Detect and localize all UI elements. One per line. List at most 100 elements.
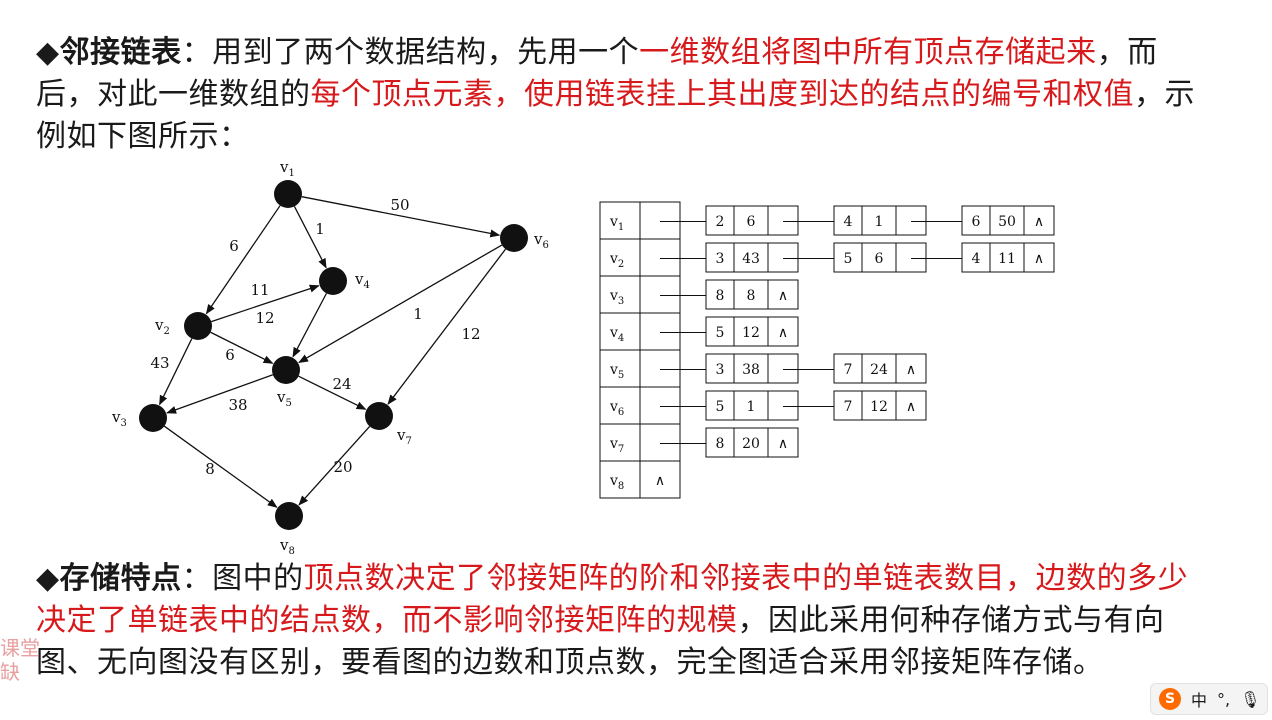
list-node-cell [1023, 242, 1055, 273]
vertex-label: v4 [354, 270, 370, 291]
head-vertex-cell [599, 312, 641, 351]
list-node-cell [767, 316, 799, 347]
node-weight: 43 [742, 251, 760, 267]
head-vertex-label: v4 [609, 325, 624, 344]
vertex-v3 [139, 404, 167, 432]
bullet: ◆ [36, 35, 60, 70]
list-node-cell [767, 390, 799, 421]
node-index: 3 [716, 362, 725, 378]
ime-toolbar[interactable]: S 中 °, 🎙 [1150, 683, 1268, 715]
head-vertex-label: v8 [609, 473, 624, 492]
vertex-v6 [500, 224, 528, 252]
vertex-v1 [274, 180, 302, 208]
node-index: 8 [716, 288, 725, 304]
edge-weight-label: 20 [333, 458, 352, 476]
node-weight: 8 [747, 288, 756, 304]
null-pointer: ∧ [778, 325, 788, 341]
edge-weight-label: 6 [229, 237, 239, 255]
node-index: 4 [844, 214, 853, 230]
node-weight: 1 [747, 399, 756, 415]
edge-v1-v2 [205, 205, 281, 315]
run: ，示例如下图所示： [36, 77, 1195, 154]
ime-logo-icon[interactable]: S [1159, 688, 1181, 710]
node-index: 5 [716, 325, 725, 341]
microphone-icon[interactable]: 🎙 [1240, 689, 1261, 709]
null-pointer: ∧ [1034, 251, 1044, 267]
vertex-v5 [272, 356, 300, 384]
run: ，因此采用何种存储方式与有向图、无向图没有区别，要看图的边数和顶点数，完全图适合… [36, 603, 1165, 680]
node-weight: 1 [875, 214, 884, 230]
edge-weight-label: 1 [315, 220, 325, 238]
bullet: ◆ [36, 561, 60, 596]
null-pointer: ∧ [906, 362, 916, 378]
edge-v5-v3 [166, 374, 274, 414]
vertex-v2 [184, 312, 212, 340]
run-highlight: 顶点数决定了邻接矩阵的阶和邻接表中的单链表数目，边数的多少决定了单链表中的结点数… [36, 561, 1189, 638]
term-adjacency-list: 邻接链表 [59, 35, 182, 70]
node-index: 5 [716, 399, 725, 415]
list-node-cell [767, 205, 799, 236]
head-pointer-cell [639, 349, 681, 388]
head-vertex-cell [599, 349, 641, 388]
head-vertex-cell [599, 201, 641, 240]
head-pointer-cell [639, 238, 681, 277]
head-pointer-cell [639, 201, 681, 240]
edge-v5-v7 [298, 375, 367, 410]
list-node-cell [767, 242, 799, 273]
edge-weight-label: 6 [225, 346, 235, 364]
edge-v6-v7 [387, 248, 507, 405]
edge-weight-label: 38 [228, 396, 247, 414]
vertex-v4 [319, 267, 347, 295]
node-weight: 50 [998, 214, 1016, 230]
vertex-v7 [365, 402, 393, 430]
node-weight: 12 [742, 325, 760, 341]
null-pointer: ∧ [778, 288, 788, 304]
edge-v1-v4 [293, 206, 327, 269]
storage-features-paragraph: ◆存储特点：图中的顶点数决定了邻接矩阵的阶和邻接表中的单链表数目，边数的多少决定… [36, 558, 1196, 684]
vertex-label: v2 [154, 316, 170, 337]
null-pointer: ∧ [1034, 214, 1044, 230]
node-weight: 20 [742, 436, 760, 452]
head-vertex-cell [599, 386, 641, 425]
head-vertex-label: v6 [609, 399, 624, 418]
node-index: 3 [716, 251, 725, 267]
edge-v2-v5 [210, 331, 274, 364]
list-node-cell [895, 390, 927, 421]
list-node-cell [895, 242, 927, 273]
vertex-label: v8 [279, 536, 295, 557]
adjacency-list-paragraph: ◆邻接链表：用到了两个数据结构，先用一个一维数组将图中所有顶点存储起来，而后，对… [36, 32, 1196, 158]
edge-weight-label: 43 [150, 354, 169, 372]
node-index: 7 [844, 362, 853, 378]
head-vertex-cell [599, 275, 641, 314]
list-node-cell [895, 353, 927, 384]
watermark: 课堂缺 [0, 636, 40, 684]
node-index: 5 [844, 251, 853, 267]
ime-mode-button[interactable]: 中 [1191, 691, 1208, 710]
term-storage-features: 存储特点 [59, 561, 182, 596]
edge-weight-label: 24 [332, 375, 351, 393]
head-vertex-cell [599, 423, 641, 462]
node-weight: 12 [870, 399, 888, 415]
head-vertex-label: v3 [609, 288, 624, 307]
run: ，而后，对此一维数组的 [36, 35, 1158, 112]
head-vertex-label: v5 [609, 362, 624, 381]
vertex-v8 [275, 502, 303, 530]
head-vertex-label: v1 [609, 214, 624, 233]
edge-v7-v8 [298, 425, 371, 506]
ime-punct-button[interactable]: °, [1217, 689, 1231, 709]
list-node-cell [767, 427, 799, 458]
edge-weight-label: 50 [390, 196, 409, 214]
head-pointer-cell [639, 386, 681, 425]
list-node-cell [767, 279, 799, 310]
list-node-cell [1023, 205, 1055, 236]
head-vertex-cell [599, 238, 641, 277]
vertex-label: v3 [111, 408, 127, 429]
edge-v4-v5 [292, 293, 328, 358]
node-index: 6 [972, 214, 981, 230]
node-index: 7 [844, 399, 853, 415]
edge-v3-v8 [163, 425, 278, 508]
node-weight: 6 [747, 214, 756, 230]
head-vertex-cell [599, 460, 641, 499]
